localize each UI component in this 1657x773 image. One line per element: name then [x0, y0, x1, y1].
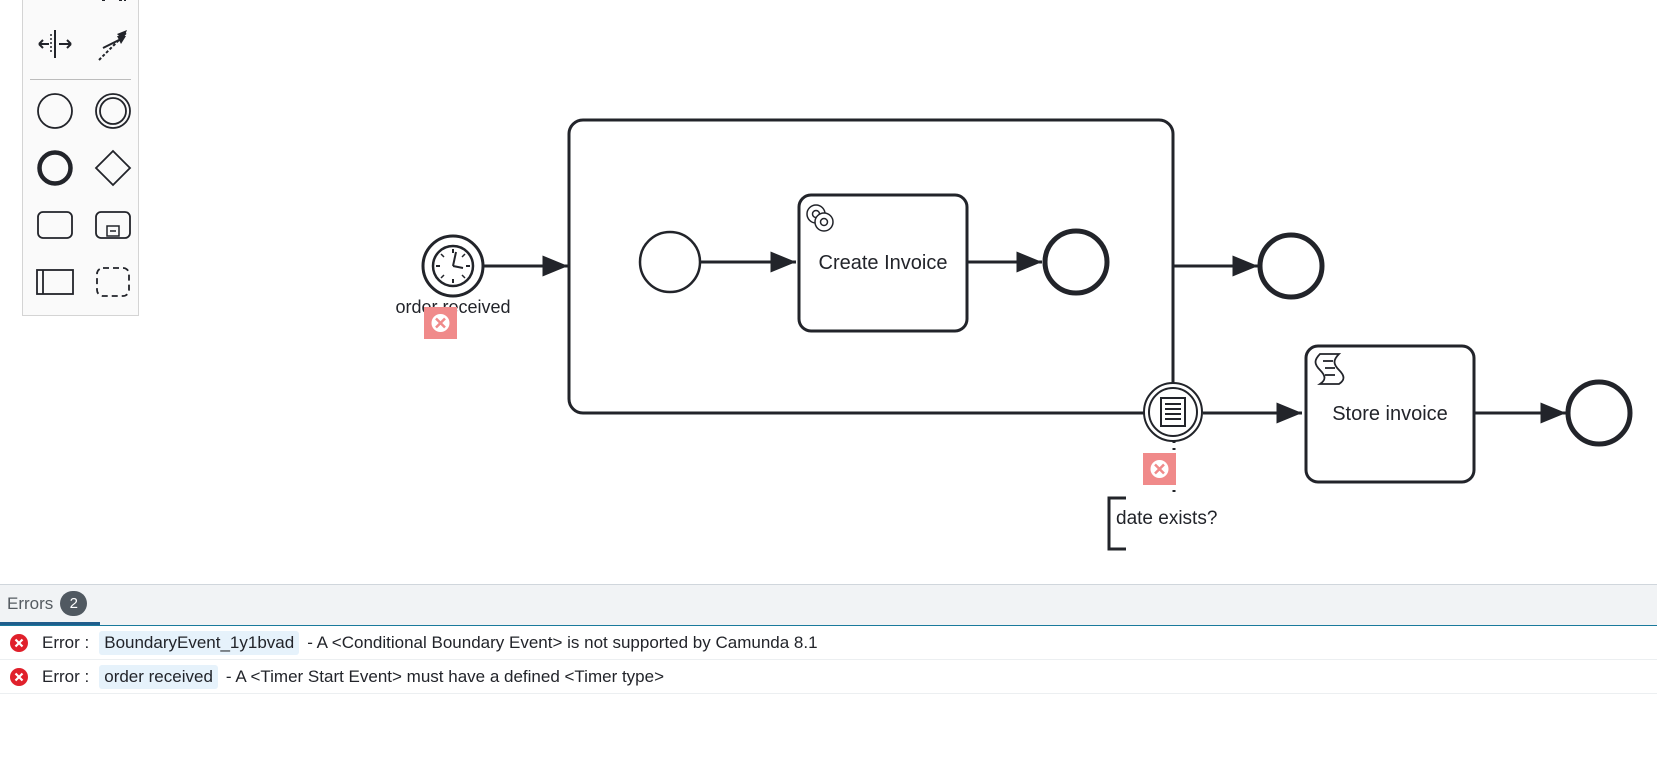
tool-partial-left-icon[interactable] — [35, 0, 75, 4]
panel-header: Errors 2 — [0, 585, 1657, 626]
error-row[interactable]: Error : order received - A <Timer Start … — [0, 660, 1657, 694]
tool-palette — [22, 0, 139, 316]
linting-panel: Errors 2 Error : BoundaryEvent_1y1bvad -… — [0, 584, 1657, 773]
script-icon — [1314, 353, 1345, 385]
timer-start-event[interactable] — [421, 234, 485, 298]
error-row[interactable]: Error : BoundaryEvent_1y1bvad - A <Condi… — [0, 626, 1657, 660]
diagram-canvas[interactable]: order received Create Invoice — [0, 0, 1657, 584]
error-message: - A <Timer Start Event> must have a defi… — [225, 666, 665, 686]
inner-end-event[interactable] — [1042, 228, 1110, 296]
final-end-event[interactable] — [1565, 379, 1633, 447]
store-invoice-label: Store invoice — [1332, 403, 1448, 425]
error-icon — [10, 667, 28, 686]
error-marker-boundary-event[interactable] — [1143, 453, 1176, 485]
create-intermediate-event-icon[interactable] — [93, 91, 133, 131]
inner-start-event[interactable] — [638, 230, 702, 294]
text-annotation-bracket[interactable] — [1107, 496, 1126, 551]
create-group-icon[interactable] — [93, 262, 133, 302]
error-label: Error : — [42, 632, 90, 652]
create-end-event-icon[interactable] — [35, 148, 75, 188]
bpmn-diagram[interactable]: order received Create Invoice — [0, 0, 1657, 584]
error-count-badge: 2 — [60, 591, 88, 616]
tab-errors[interactable]: Errors 2 — [0, 585, 100, 625]
error-label: Error : — [42, 666, 90, 686]
tool-partial-right-icon[interactable] — [93, 0, 133, 4]
create-pool-icon[interactable] — [35, 262, 75, 302]
conditional-boundary-event[interactable] — [1143, 382, 1203, 442]
subprocess[interactable] — [567, 118, 1175, 415]
palette-separator — [30, 79, 131, 80]
error-icon — [10, 633, 28, 652]
create-task-icon[interactable] — [35, 204, 75, 244]
annotation-text: date exists? — [1116, 508, 1217, 529]
clock-icon — [431, 244, 475, 288]
global-connect-tool-icon[interactable] — [93, 24, 133, 64]
create-gateway-icon[interactable] — [93, 148, 133, 188]
service-task-create-invoice[interactable]: Create Invoice — [797, 193, 969, 333]
space-tool-icon[interactable] — [35, 24, 75, 64]
end-event[interactable] — [1257, 232, 1325, 300]
errors-tab-label: Errors — [7, 593, 54, 613]
error-marker-start-event[interactable] — [424, 307, 457, 339]
gear-icon — [806, 204, 834, 232]
error-element-link[interactable]: order received — [99, 664, 218, 689]
condition-document-icon — [1160, 397, 1186, 427]
error-message: - A <Conditional Boundary Event> is not … — [307, 632, 818, 652]
script-task-store-invoice[interactable]: Store invoice — [1304, 344, 1476, 484]
create-invoice-label: Create Invoice — [819, 252, 948, 274]
create-subprocess-icon[interactable] — [93, 204, 133, 244]
create-start-event-icon[interactable] — [35, 91, 75, 131]
error-element-link[interactable]: BoundaryEvent_1y1bvad — [99, 630, 300, 655]
